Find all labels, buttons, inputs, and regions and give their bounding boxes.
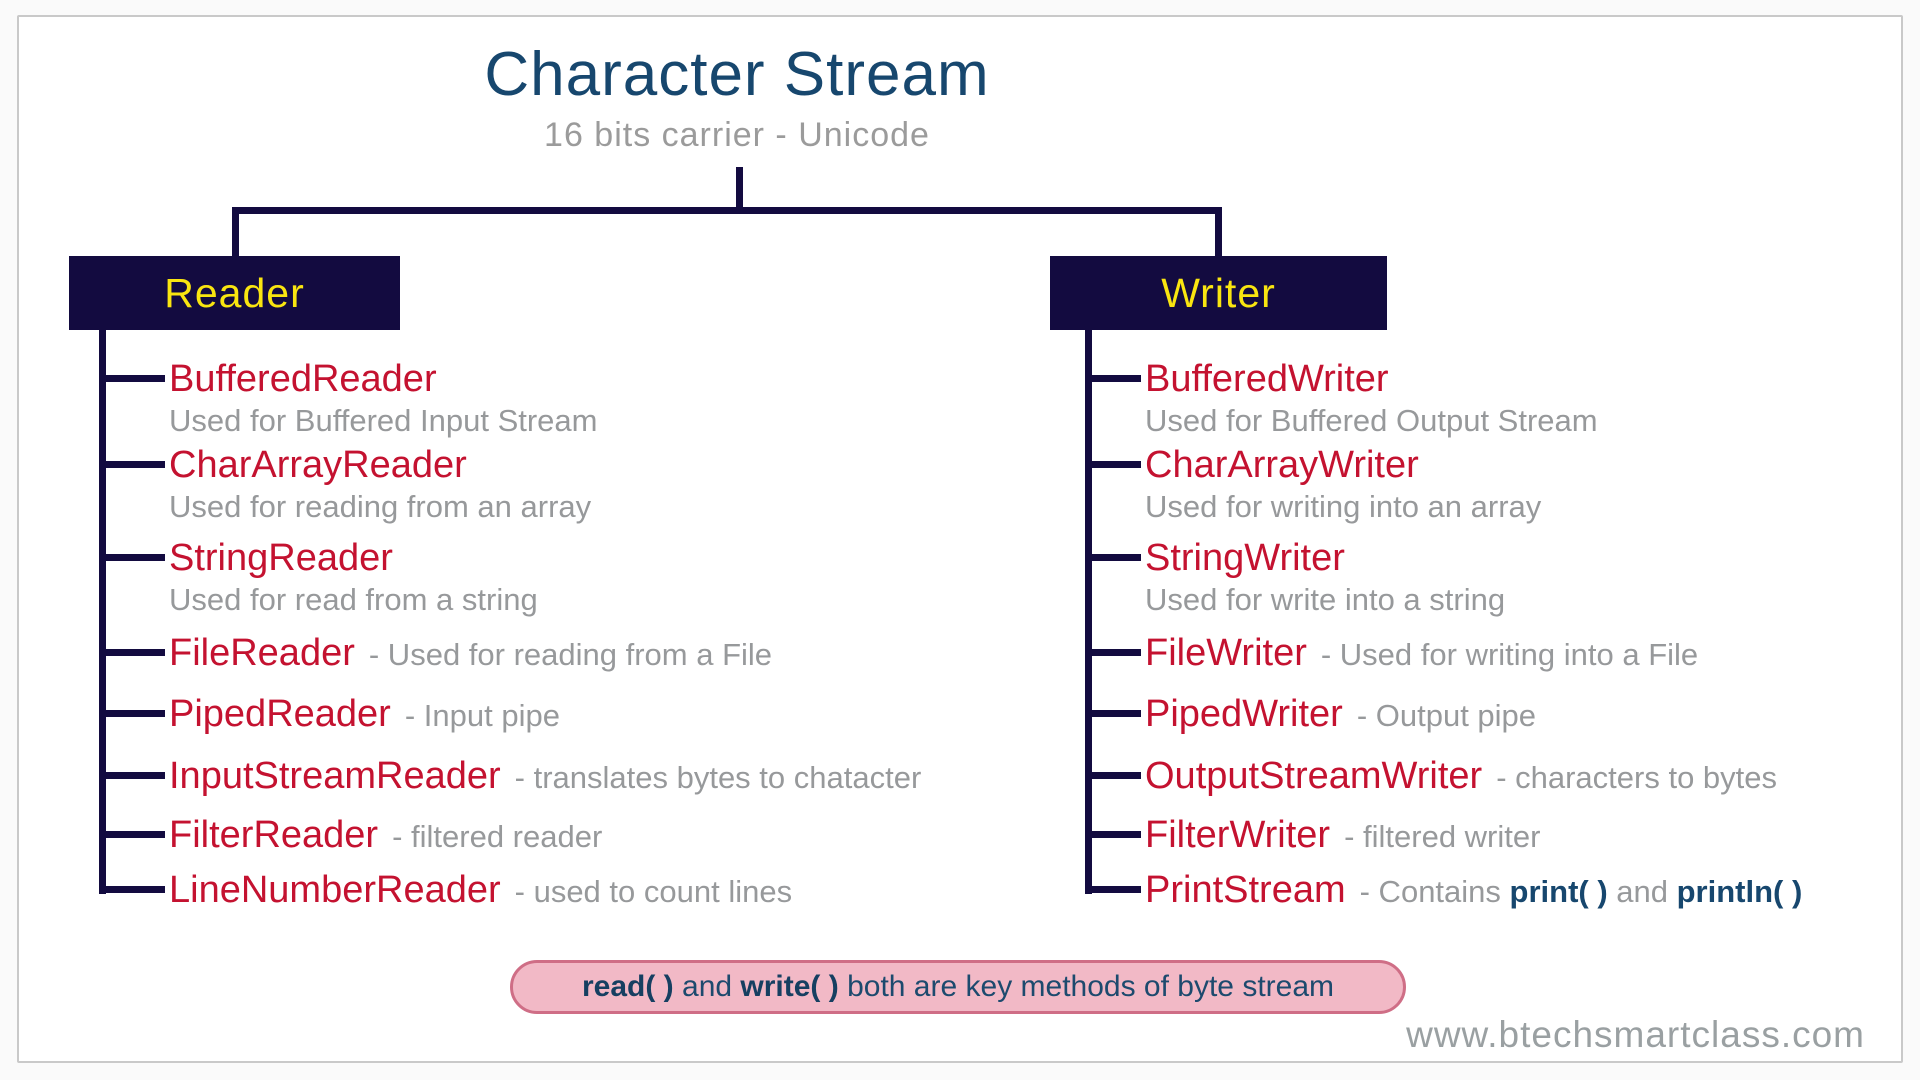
branch-tick [99,886,165,893]
branch-tick [1085,375,1141,382]
description-text: - Contains [1359,874,1510,909]
class-description: Used for read from a string [169,582,538,617]
class-name: FilterWriter [1145,814,1331,856]
class-description: Used for Buffered Output Stream [1145,403,1598,438]
connector-stem [736,167,743,214]
method-name: print( ) [1509,874,1608,909]
note-plain-text: and [673,970,741,1003]
class-description: Used for Buffered Input Stream [169,403,598,438]
class-name: FileWriter [1145,632,1307,674]
class-description: Used for write into a string [1145,582,1506,617]
branch-tick [99,554,165,561]
tree-item: FilterWriter - filtered writer [1085,813,1540,857]
reader-branch-trunk [99,325,106,894]
tree-item: InputStreamReader - translates bytes to c… [99,754,921,798]
branch-tick [1085,461,1141,468]
diagram-canvas: Character Stream 16 bits carrier - Unico… [17,15,1903,1063]
branch-tick [99,649,165,656]
tree-item: PipedWriter - Output pipe [1085,692,1536,736]
method-name: write( ) [740,970,839,1003]
branch-tick [99,461,165,468]
writer-branch-trunk [1085,325,1092,894]
reader-node: Reader [69,256,400,330]
tree-item: PipedReader - Input pipe [99,692,560,736]
page-subtitle: 16 bits carrier - Unicode [544,116,930,154]
writer-node: Writer [1050,256,1387,330]
class-name: InputStreamReader [169,755,501,797]
note-pill: read( ) and write( ) both are key method… [510,960,1406,1014]
class-name: PipedWriter [1145,693,1343,735]
branch-tick [1085,886,1141,893]
description-text: and [1607,874,1677,909]
watermark: www.btechsmartclass.com [1406,1014,1865,1055]
class-name: FilterReader [169,814,379,856]
connector-horizontal-bar [232,207,1222,214]
writer-node-label: Writer [1161,269,1276,316]
class-name: LineNumberReader [169,869,501,911]
branch-tick [99,831,165,838]
class-description: - used to count lines [514,874,793,909]
branch-tick [1085,831,1141,838]
page-title: Character Stream [484,40,990,109]
class-description: - Contains print( ) and println( ) [1360,874,1803,909]
class-description: Used for writing into an array [1145,489,1542,524]
class-description: - Used for writing into a File [1320,637,1699,672]
tree-item: OutputStreamWriter - characters to bytes [1085,754,1777,798]
class-name: PipedReader [169,693,391,735]
class-description: - filtered writer [1344,819,1541,854]
class-description: - Input pipe [404,698,560,733]
connector-drop-reader [232,207,239,259]
class-description: - translates bytes to chatacter [514,760,922,795]
tree-item: FileReader - Used for reading from a File [99,631,772,675]
note-plain-text: both are key methods of byte stream [838,970,1334,1003]
branch-tick [99,772,165,779]
tree-item: LineNumberReader - used to count lines [99,868,792,912]
class-description: - characters to bytes [1496,760,1778,795]
tree-item: FileWriter - Used for writing into a File [1085,631,1698,675]
note-text: read( ) and write( ) both are key method… [582,970,1334,1004]
branch-tick [1085,554,1141,561]
method-name: read( ) [581,970,674,1003]
method-name: println( ) [1676,874,1803,909]
class-description: - Used for reading from a File [368,637,773,672]
class-name: PrintStream [1145,869,1346,911]
class-name: CharArrayWriter [1145,444,1419,486]
branch-tick [99,375,165,382]
class-name: OutputStreamWriter [1145,755,1483,797]
class-name: StringReader [169,537,393,579]
class-description: - Output pipe [1356,698,1537,733]
class-description: Used for reading from an array [169,489,592,524]
tree-item: PrintStream - Contains print( ) and print… [1085,868,1802,912]
class-name: FileReader [169,632,355,674]
class-name: CharArrayReader [169,444,467,486]
branch-tick [1085,649,1141,656]
class-name: StringWriter [1145,537,1345,579]
class-name: BufferedWriter [1145,358,1389,400]
class-name: BufferedReader [169,358,437,400]
diagram-header: Character Stream 16 bits carrier - Unico… [484,39,989,155]
branch-tick [99,710,165,717]
class-description: - filtered reader [392,819,603,854]
branch-tick [1085,772,1141,779]
branch-tick [1085,710,1141,717]
tree-item: FilterReader - filtered reader [99,813,602,857]
reader-node-label: Reader [164,269,305,316]
connector-drop-writer [1215,207,1222,259]
